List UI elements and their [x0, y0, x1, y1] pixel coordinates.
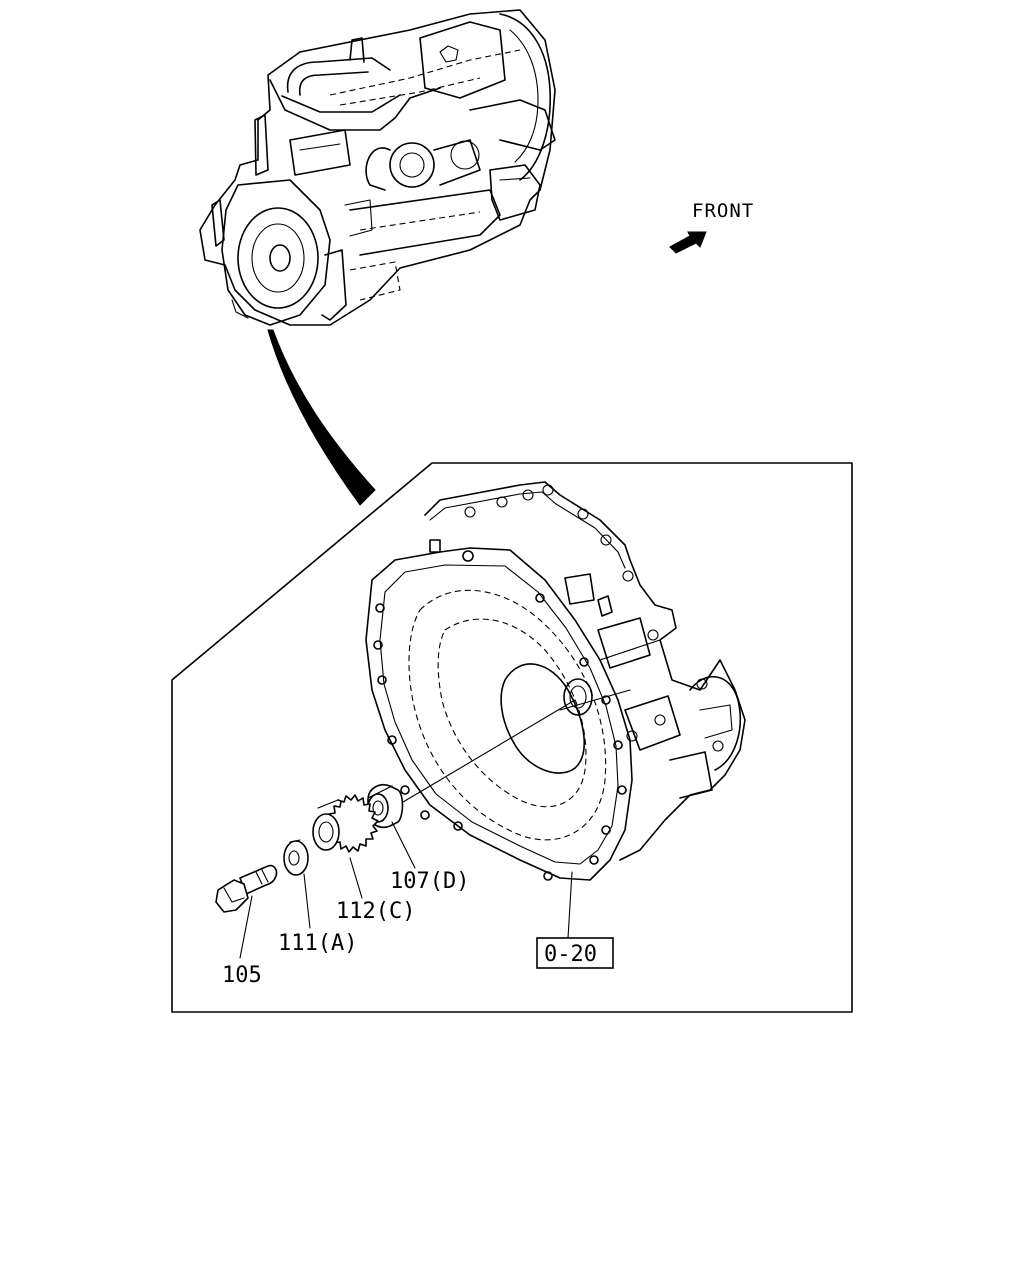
gear-112-illustration	[312, 794, 379, 853]
callout-112-leader	[349, 857, 363, 899]
callout-020-leader	[567, 871, 573, 939]
washer-111-illustration	[283, 839, 309, 876]
callout-105: 105	[222, 963, 262, 988]
housing-ref-box	[536, 937, 614, 969]
assembly-axis-line	[397, 699, 576, 806]
front-label: FRONT	[692, 200, 754, 222]
detail-frame	[171, 462, 853, 1013]
callout-111-leader	[303, 873, 311, 929]
callout-112c: 112(C)	[336, 899, 415, 924]
callout-0-20: 0-20	[544, 942, 597, 967]
callout-105-leader	[239, 895, 253, 959]
engine-assembly-illustration	[199, 9, 556, 326]
front-arrow-icon	[669, 231, 707, 254]
callout-111a: 111(A)	[278, 931, 357, 956]
detail-leader-curve	[267, 329, 376, 506]
callout-107-leader	[391, 821, 416, 869]
clutch-housing-illustration	[365, 481, 746, 881]
callout-107d: 107(D)	[390, 869, 469, 894]
bolt-105-illustration	[215, 864, 278, 913]
